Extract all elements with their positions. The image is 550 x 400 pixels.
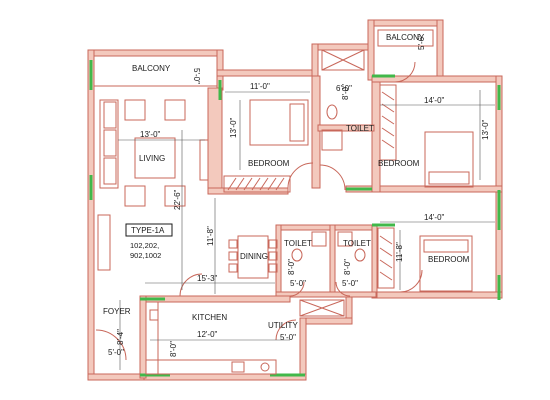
type-label-box: TYPE-1A 102,202, 902,1002	[125, 223, 173, 260]
balcony-left-label: BALCONY	[132, 64, 171, 73]
dim-toilet2-width: 5'-0"	[290, 279, 306, 288]
toilet-2-3-fixtures	[291, 231, 366, 262]
bedroom-3-label: BEDROOM	[428, 255, 470, 264]
wardrobe-2	[379, 84, 397, 161]
foyer-label: FOYER	[103, 307, 131, 316]
dim-living-length: 22'-6"	[173, 189, 182, 210]
dim-bed2-width: 14'-0"	[424, 96, 445, 105]
dimension-lines	[118, 90, 495, 370]
doors	[95, 61, 423, 361]
dim-bed3-depth: 11'-8"	[395, 242, 404, 262]
bedroom-1-furniture	[223, 99, 309, 193]
inner-walls	[139, 75, 381, 379]
wardrobe-1	[223, 175, 291, 193]
toilet-1-label: TOILET	[346, 124, 374, 133]
bedroom-2-label: BEDROOM	[378, 159, 420, 168]
dining-label: DINING	[240, 252, 268, 261]
bedroom-1-label: BEDROOM	[248, 159, 290, 168]
dim-toilet1-depth: 8'-0"	[341, 84, 350, 100]
balcony-left-area	[93, 55, 218, 87]
dim-bed1-width: 11'-0"	[250, 82, 270, 91]
dim-balcony-left-depth: 5'-0"	[192, 68, 201, 84]
wardrobe-3	[377, 227, 395, 289]
toilet-2-label: TOILET	[284, 239, 312, 248]
utility-label: UTILITY	[268, 321, 298, 330]
dim-living-width: 13'-0"	[140, 130, 161, 139]
dim-dining-width: 15'-3"	[197, 274, 218, 283]
toilet-3-label: TOILET	[343, 239, 371, 248]
unit-numbers-line1: 102,202,	[130, 241, 159, 250]
dim-bed3-width: 14'-0"	[424, 213, 445, 222]
living-label: LIVING	[139, 154, 165, 163]
dim-bed1-depth: 13'-0"	[229, 117, 238, 138]
dim-utility-width: 5'-0"	[280, 333, 296, 342]
type-label: TYPE-1A	[131, 226, 165, 235]
balcony-right-label: BALCONY	[386, 33, 425, 42]
kitchen-label: KITCHEN	[192, 313, 227, 322]
dim-bed2-depth: 13'-0"	[481, 119, 490, 140]
dim-foyer-depth: 8'-4"	[116, 329, 125, 345]
dimension-labels: 5'-0" 5'-6" 13'-0" 22'-6" 11'-0" 13'-0" …	[108, 34, 490, 357]
dim-balcony-right-width: 5'-6"	[417, 34, 426, 50]
shafts	[299, 29, 434, 317]
windows	[89, 60, 501, 377]
dim-toilet2-depth: 8'-0"	[287, 259, 296, 275]
dim-kitchen-depth: 8'-0"	[169, 341, 178, 357]
room-labels: BALCONY BALCONY LIVING BEDROOM BEDROOM B…	[103, 33, 470, 330]
toilet-1-fixtures	[321, 104, 343, 151]
dim-toilet3-depth: 8'-0"	[343, 259, 352, 275]
kitchen-counters	[145, 301, 277, 375]
dim-kitchen-width: 12'-0"	[197, 330, 218, 339]
dining-table	[228, 235, 278, 279]
dim-foyer-width: 5'-0"	[108, 348, 124, 357]
living-furniture	[97, 99, 209, 271]
bedroom-2-furniture	[379, 84, 474, 188]
unit-numbers-line2: 902,1002	[130, 251, 161, 260]
dim-toilet1-width: 6'-0"	[336, 84, 352, 93]
bedroom-3-furniture	[377, 227, 473, 292]
dim-toilet3-width: 5'-0"	[342, 279, 358, 288]
dim-dining-depth: 11'-8"	[206, 226, 215, 246]
